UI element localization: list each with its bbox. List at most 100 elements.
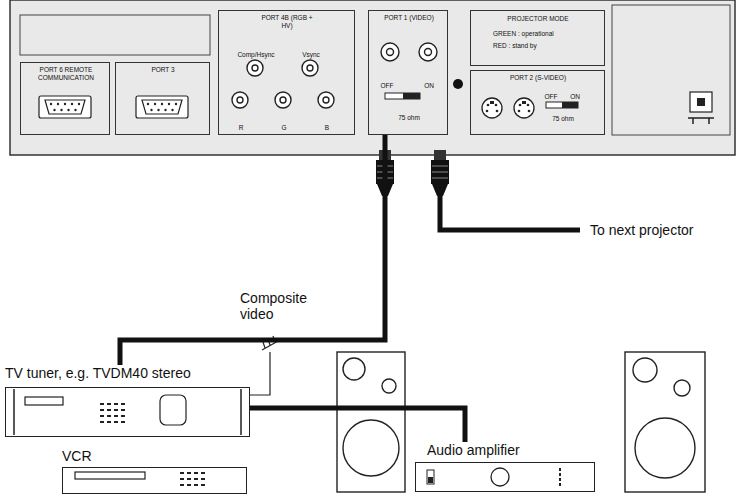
port-section: PORT 4B (RGB + HV)Comp/HsyncVsyncRGB [218,10,355,135]
button-grid [100,409,104,411]
svideo-connector [514,98,534,118]
port-section: PORT 2 (S-VIDEO) OFF ON 75 ohm [470,70,605,135]
antenna [250,336,280,395]
button-grid [121,409,125,411]
bnc-connector [318,92,334,108]
connector-pin [150,109,152,111]
bnc-connector [237,97,243,103]
connector-pin [57,103,59,105]
tv-tuner-front [25,397,63,405]
projector-panel [10,0,735,155]
button-grid [107,403,111,405]
connector-pin [53,109,55,111]
loudspeaker [343,420,399,476]
connector-pin [50,103,52,105]
bnc-connector [419,43,437,61]
button-grid [121,415,125,417]
connector-pin [490,101,494,104]
vcr-front [62,467,247,493]
db9-connector [39,96,188,118]
amplifier-front [415,462,595,492]
device-box: VCR [62,448,247,494]
button-grid [187,478,191,480]
tv-tuner-front [160,395,186,425]
connector-pin [522,101,526,104]
device-outline [415,462,595,492]
bnc-connector [232,92,248,108]
db9-connector [39,96,91,118]
button-grid [180,472,205,486]
bnc-connector [387,49,394,56]
button-grid [180,472,184,474]
button-grid [201,472,205,474]
amplifier-front [491,468,509,486]
port-label: OFF [545,93,558,101]
node-heading: PORT 4B (RGB + HV) [256,14,318,30]
bnc-connector [232,43,437,108]
connector-pin [78,103,80,105]
tv-tuner-front [5,387,250,437]
tv-tuner-front [14,389,241,435]
button-grid [114,409,118,411]
cable [250,408,465,442]
port-label: 75 ohm [552,115,574,123]
loudspeaker [337,352,705,492]
node-heading: TV tuner, e.g. TVDM40 stereo [5,365,191,381]
port-label: RED : stand by [493,42,537,50]
button-grid [107,415,111,417]
button-grid [100,415,104,417]
port-label: ON [570,93,580,101]
port-section: PORT 6 REMOTE COMMUNICATION [20,62,110,135]
vcr-front [75,472,145,479]
button-grid [121,421,125,423]
amplifier-front [428,477,433,483]
port-label: G [281,124,286,132]
status-led [453,79,463,89]
amplifier-front [427,470,434,484]
button-grid [107,409,111,411]
vcr-front [62,467,247,493]
button-grid [114,415,118,417]
db9-connector [45,100,85,114]
port-label: 75 ohm [398,114,420,122]
node-heading: PORT 2 (S-VIDEO) [476,74,601,82]
bnc-connector [247,60,263,76]
connector-pin [164,109,166,111]
connector-pin [168,103,170,105]
cable-label: To next projector [590,222,694,238]
port-section: PORT 3 [115,62,210,135]
connector-pin [519,104,522,107]
tv-tuner-front [5,387,250,437]
button-grid [201,478,205,480]
node-heading: PROJECTOR MODE [476,15,601,23]
node-heading: PORT 1 (VIDEO) [374,14,444,22]
loudspeaker [625,352,705,492]
svideo-connector [482,98,534,118]
connector-pin [60,109,62,111]
connector-pin [486,101,531,112]
button-grid [180,484,184,486]
port-label: OFF [381,82,394,90]
button-grid [187,484,191,486]
slide-switch [403,93,420,99]
button-grid [121,403,125,405]
cable-label: Composite video [240,290,320,322]
device-box: TV tuner, e.g. TVDM40 stereo [5,365,250,437]
loudspeaker [382,379,396,393]
loudspeaker [635,418,695,478]
node-heading: Audio amplifier [427,442,520,458]
connector-pin [487,104,490,107]
slide-switch [385,93,420,99]
port-label: GREEN : operational [493,30,554,38]
connector-pin [175,103,177,105]
db9-connector [142,100,182,114]
svideo-connector [482,98,502,118]
device-outline [62,467,247,494]
button-grid [107,421,111,423]
connector-pin [486,110,489,113]
bnc-connector [252,65,258,71]
connector-pin [161,103,163,105]
projector-panel [20,15,210,55]
connector-pin [157,109,159,111]
bnc-connector [280,97,286,103]
